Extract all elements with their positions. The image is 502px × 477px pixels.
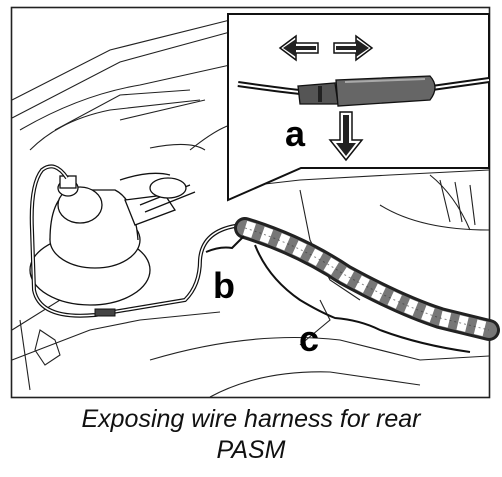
callout-c: c bbox=[299, 318, 319, 359]
figure-caption: Exposing wire harness for rear PASM bbox=[0, 404, 502, 466]
caption-line-2: PASM bbox=[216, 436, 286, 464]
caption-line-1: Exposing wire harness for rear bbox=[81, 405, 421, 433]
strut-mount bbox=[29, 172, 196, 306]
inset-detail: a bbox=[227, 13, 490, 202]
sensor-cable bbox=[29, 164, 256, 318]
pull-apart-arrows bbox=[278, 34, 374, 62]
callout-c-bracket bbox=[254, 244, 471, 353]
callout-b: b bbox=[213, 265, 235, 306]
wire-harness bbox=[234, 217, 500, 341]
callout-a: a bbox=[285, 113, 306, 154]
connector-socket bbox=[335, 75, 436, 107]
callout-b-bracket bbox=[205, 235, 245, 253]
push-down-arrow bbox=[328, 111, 364, 162]
wire-harness-illustration: b c a bbox=[10, 6, 500, 399]
